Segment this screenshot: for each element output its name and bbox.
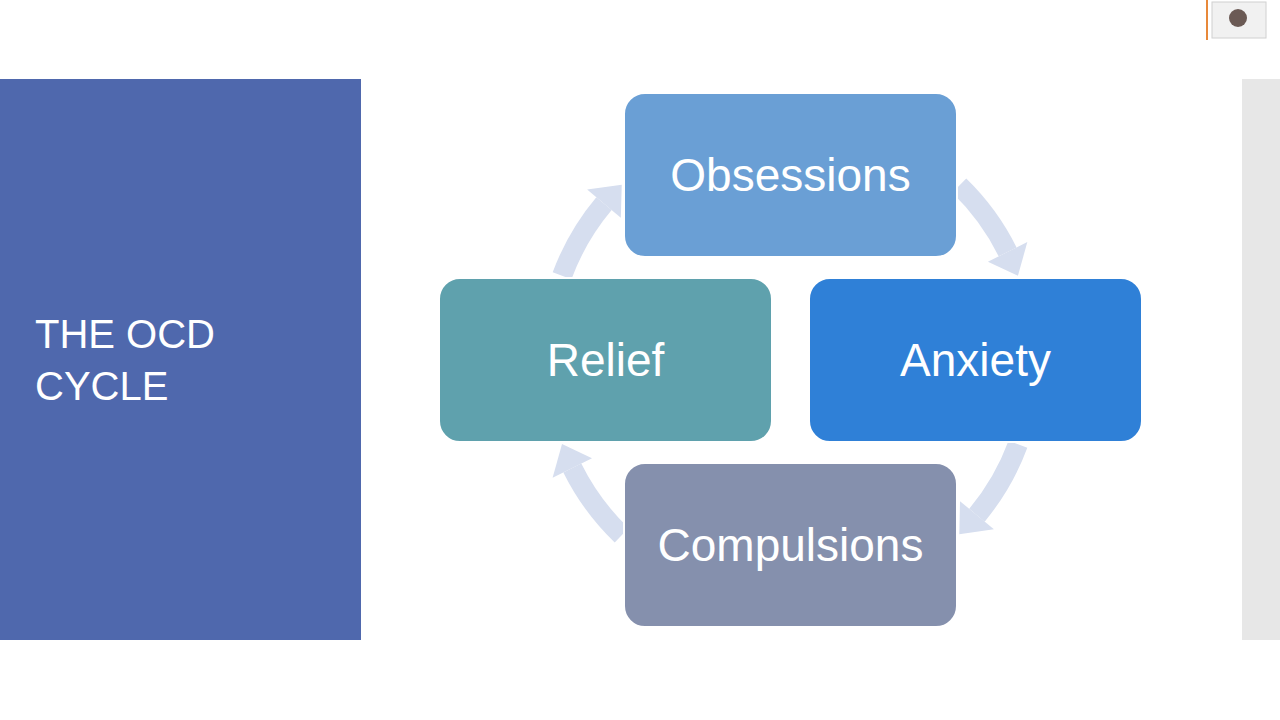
arrow-head (587, 185, 622, 218)
side-strip (1242, 79, 1280, 640)
text-group: THE OCD CYCLE (35, 308, 235, 412)
box-label: Anxiety (900, 333, 1051, 387)
arrow-head (553, 444, 592, 478)
text-group: Anxiety (900, 333, 1051, 387)
text-group: Compulsions (658, 518, 924, 572)
presenter-figure (1229, 9, 1247, 27)
title-panel: THE OCD CYCLE (0, 79, 361, 640)
text-group: Relief (547, 333, 665, 387)
arc-line (562, 204, 604, 276)
slide-title: THE OCD CYCLE (35, 308, 235, 412)
box-label: Relief (547, 333, 665, 387)
box-label: Obsessions (670, 148, 910, 202)
arc-line (572, 468, 621, 535)
arrow-head (959, 501, 994, 534)
presenter-thumbnail (1212, 2, 1266, 38)
cycle-box: Obsessions (623, 92, 958, 258)
text-group: Obsessions (670, 148, 910, 202)
accent-line (1206, 0, 1208, 40)
cycle-arrow (562, 185, 622, 276)
arc-line (959, 186, 1007, 252)
cycle-arrow (959, 186, 1027, 276)
cycle-arrow (553, 444, 622, 535)
cycle-box: Compulsions (623, 462, 958, 628)
cycle-arrow (959, 444, 1018, 534)
cycle-box: Relief (438, 277, 773, 443)
arrow-head (988, 242, 1027, 276)
box-label: Compulsions (658, 518, 924, 572)
cycle-box: Anxiety (808, 277, 1143, 443)
arc-line (977, 444, 1018, 515)
